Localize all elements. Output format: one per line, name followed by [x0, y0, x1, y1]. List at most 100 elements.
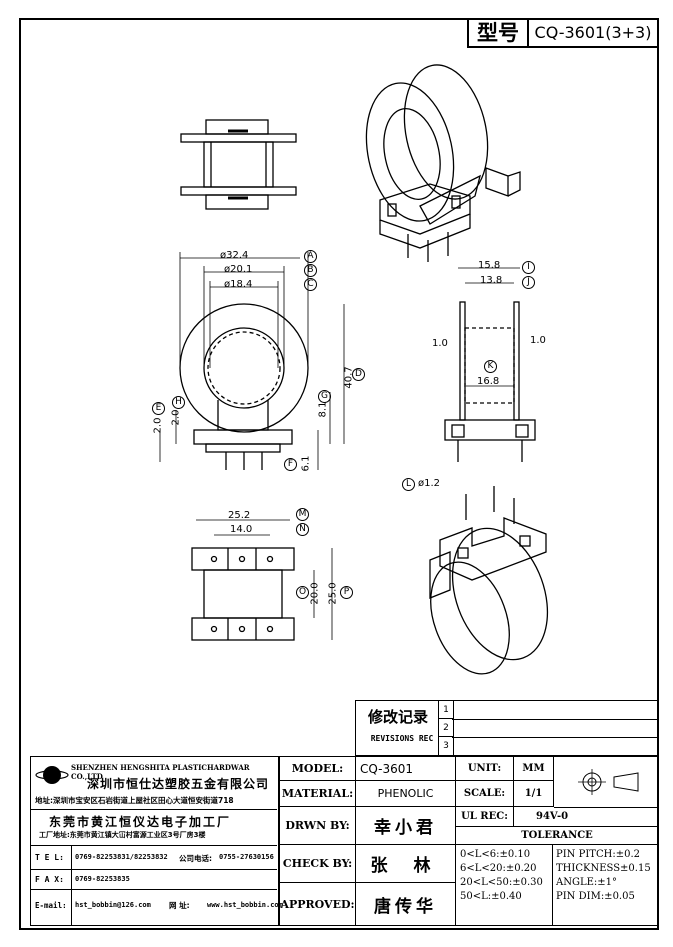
tolerance-4: 50<L:±0.40 [460, 891, 522, 902]
material-label: MATERIAL: [280, 781, 356, 807]
unit-label: UNIT: [456, 757, 514, 781]
dimension-lines [159, 252, 520, 640]
divider-3 [31, 869, 277, 870]
approved-value: 唐传华 [356, 883, 456, 925]
web-value[interactable]: www.hst_bobbin.com [207, 901, 283, 909]
revision-mark-1: 1 [439, 701, 453, 719]
revision-mark-2: 2 [439, 719, 453, 737]
revision-row-line-2 [452, 737, 658, 738]
planet-logo-icon [35, 766, 69, 784]
dim-n-label: 14.0 [230, 524, 253, 535]
ul-label: UL REC: [456, 807, 514, 827]
bottom-view [191, 547, 295, 641]
model-title-box: 型号 CQ-3601(3+3) [467, 18, 659, 48]
model-label: MODEL: [280, 757, 356, 781]
tolerance-title: TOLERANCE [456, 827, 658, 845]
callout-a: A [304, 250, 317, 263]
tolerance-3: 20<L<50:±0.30 [460, 877, 543, 888]
check-label: CHECK BY: [280, 845, 356, 883]
fax-label: F A X: [35, 875, 64, 884]
callout-e: E [152, 402, 165, 415]
tolerance-thickness: THICKNESS±0.15 [556, 863, 651, 874]
callout-m: M [296, 508, 309, 521]
phone-label: 公司电话: [179, 854, 212, 863]
model-value: CQ-3601 [356, 757, 456, 781]
factory-name-cn: 东莞市黄江恒仪达电子加工厂 [49, 815, 232, 829]
fax-value: 0769-82253835 [75, 875, 130, 883]
revision-mark-3: 3 [443, 741, 449, 751]
company-name-cn: 深圳市恒仕达塑胶五金有限公司 [87, 777, 270, 791]
spec-block: MODEL: CQ-3601 MATERIAL: PHENOLIC DRWN B… [279, 756, 659, 926]
tolerance-angle: ANGLE:±1° [556, 877, 618, 888]
dim-j-label: 13.8 [480, 275, 503, 286]
divider-1 [31, 809, 277, 810]
revisions-block: 修改记录 REVISIONS REC 1 2 3 [355, 700, 659, 756]
tolerance-pitch: PIN PITCH:±0.2 [556, 849, 640, 860]
dim-b-label: ø20.1 [224, 264, 253, 275]
dim-f-label: 6.1 [300, 455, 312, 472]
projection-symbol [554, 757, 658, 808]
iso-view-top [365, 64, 521, 262]
dim-k-label: 16.8 [477, 376, 500, 387]
revisions-title: 修改记录 [367, 707, 428, 726]
tel-value: 0769-82253831/82253832 [75, 853, 168, 861]
callout-p: P [340, 586, 353, 599]
material-value: PHENOLIC [356, 781, 456, 807]
revision-marks: 1 2 3 [438, 701, 454, 755]
callout-l: L [402, 478, 415, 491]
tolerance-pin-dim: PIN DIM:±0.05 [556, 891, 635, 902]
email-value[interactable]: hst_bobbin@126.com [75, 901, 151, 909]
model-title-value: CQ-3601(3+3) [534, 22, 652, 42]
revision-row-line-1 [452, 719, 658, 720]
tolerance-left: 0<L<6:±0.10 6<L<20:±0.20 20<L<50:±0.30 5… [456, 845, 553, 925]
callout-o: O [296, 586, 309, 599]
factory-address: 工厂地址:东莞市黄江镇大冚村富源工业区3号厂房3楼 [39, 831, 206, 839]
company-logo [35, 765, 69, 785]
top-view [180, 119, 297, 210]
divider-2 [31, 845, 277, 846]
check-value: 张 林 [356, 845, 456, 883]
iso-view-bottom [429, 486, 549, 675]
callout-k: K [484, 360, 497, 373]
approved-label: APPROVED: [280, 883, 356, 925]
callout-j: J [522, 276, 535, 289]
callout-d: D [352, 368, 365, 381]
scale-value: 1/1 [514, 781, 554, 807]
dim-o-label: 20.0 [309, 582, 321, 605]
dim-i-label: 15.8 [478, 260, 501, 271]
unit-value: MM [514, 757, 554, 781]
callout-c: C [304, 278, 317, 291]
callout-h: H [172, 396, 185, 409]
dim-c-label: ø18.4 [224, 279, 253, 290]
company-name-en: SHENZHEN HENGSHITA PLASTICHARDWAR CO.,LT… [71, 763, 250, 781]
callout-i: I [522, 261, 535, 274]
dim-g-label: 8.1 [317, 401, 329, 418]
model-title-label: 型号 [469, 18, 529, 46]
ul-value: 94V-0 [514, 807, 658, 827]
dim-wall-left: 1.0 [432, 338, 448, 349]
tolerance-1: 0<L<6:±0.10 [460, 849, 531, 860]
tolerance-right: PIN PITCH:±0.2 THICKNESS±0.15 ANGLE:±1° … [552, 845, 658, 925]
tolerance-2: 6<L<20:±0.20 [460, 863, 537, 874]
drawn-label: DRWN BY: [280, 807, 356, 845]
projection-symbol-icon [578, 769, 639, 795]
drawing-frame [19, 18, 659, 930]
callout-f: F [284, 458, 297, 471]
divider-v1 [71, 845, 72, 925]
dim-l-label: ø1.2 [418, 478, 441, 489]
dim-a-label: ø32.4 [220, 250, 249, 261]
company-address: 地址:深圳市宝安区石岩街道上屋社区田心大道恒安街道718 [35, 796, 234, 805]
divider-4 [31, 889, 277, 890]
revisions-subtitle: REVISIONS REC [370, 733, 434, 743]
dim-e2-label: 2.0 [170, 409, 182, 426]
front-view [179, 303, 309, 470]
dim-m-label: 25.2 [228, 510, 251, 521]
callout-b: B [304, 264, 317, 277]
dim-wall-right: 1.0 [530, 335, 546, 346]
callout-g-right: G [318, 390, 331, 403]
tel-label: T E L: [35, 853, 64, 862]
web-label: 网 址: [169, 901, 190, 910]
dim-p-label: 25.0 [327, 582, 339, 605]
company-block: SHENZHEN HENGSHITA PLASTICHARDWAR CO.,LT… [30, 756, 283, 926]
drawn-value: 幸小君 [356, 807, 456, 845]
